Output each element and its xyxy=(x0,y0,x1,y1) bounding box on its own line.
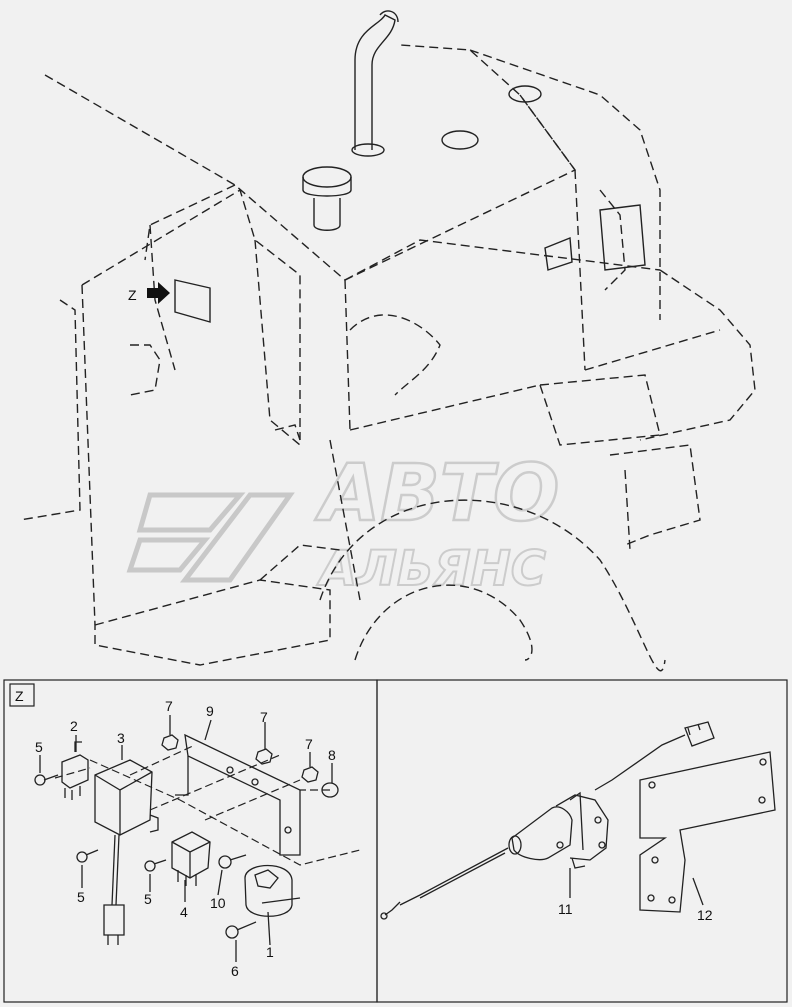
callout-8: 8 xyxy=(328,747,336,763)
detail-z-parts xyxy=(34,715,339,962)
watermark-line2: АЛЬЯНС xyxy=(316,541,546,597)
callout-2: 2 xyxy=(70,718,78,734)
callout-11: 11 xyxy=(558,901,573,917)
detail-right-panel xyxy=(376,679,788,1003)
relay-panel-location xyxy=(174,279,211,323)
z-marker-label: Z xyxy=(128,287,137,303)
callout-1: 1 xyxy=(266,944,274,960)
air-cleaner-cap xyxy=(302,166,352,231)
callout-7c: 7 xyxy=(305,736,313,752)
callout-6: 6 xyxy=(231,963,239,979)
panel-z-label: Z xyxy=(15,688,24,704)
arrow-right-icon xyxy=(147,282,170,304)
callout-5c: 5 xyxy=(144,891,152,907)
callout-9: 9 xyxy=(206,703,214,719)
watermark: АВТО АЛЬЯНС xyxy=(126,448,561,598)
callout-7a: 7 xyxy=(165,698,173,714)
callout-10: 10 xyxy=(210,895,226,911)
hood-openings xyxy=(441,85,646,271)
callout-3: 3 xyxy=(117,730,125,746)
callout-5b: 5 xyxy=(77,889,85,905)
callout-7b: 7 xyxy=(260,709,268,725)
watermark-logo-icon xyxy=(126,492,295,583)
vehicle-outline xyxy=(19,44,756,672)
detail-z-panel xyxy=(3,679,378,1003)
detail-right-parts xyxy=(380,721,776,920)
callout-5a: 5 xyxy=(35,739,43,755)
z-marker: Z xyxy=(128,279,211,323)
detail-z-callouts: 2 3 7 9 7 7 8 5 5 5 4 10 6 1 xyxy=(35,698,336,979)
callout-12: 12 xyxy=(697,907,713,923)
callout-4: 4 xyxy=(180,904,188,920)
panel-z-label-box xyxy=(9,683,35,707)
detail-z-dash xyxy=(54,744,361,866)
exhaust-stack xyxy=(351,10,399,157)
watermark-line1: АВТО xyxy=(314,449,559,539)
detail-right-callouts: 11 12 xyxy=(558,901,713,923)
